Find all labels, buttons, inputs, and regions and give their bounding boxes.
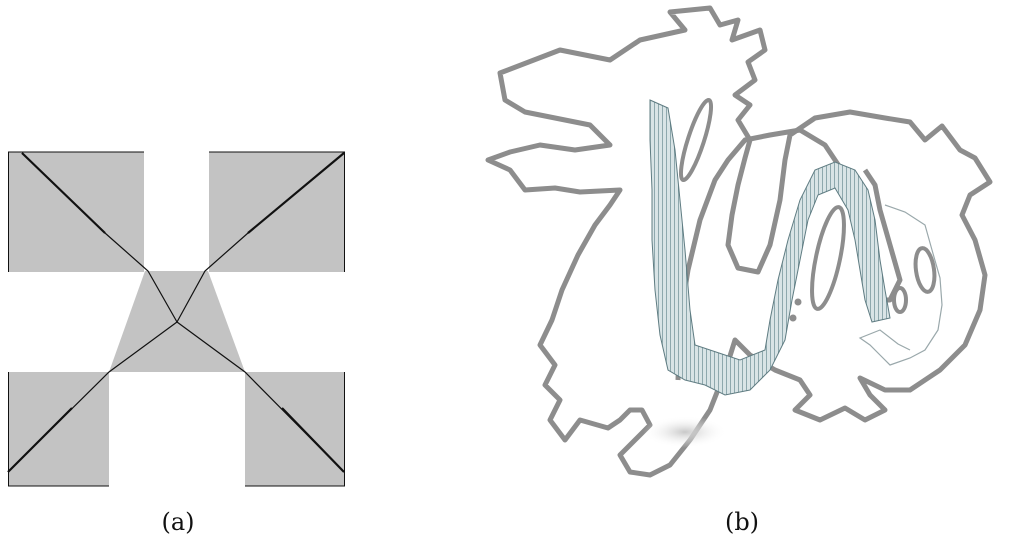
- hole-center: [810, 205, 846, 311]
- dot-1: [794, 298, 802, 306]
- wire-right: [858, 204, 943, 366]
- dragon-figure: [485, 5, 993, 478]
- hole-right: [913, 246, 937, 294]
- top-left-block: [8, 152, 144, 272]
- bottom-right-block: [245, 372, 345, 486]
- dragon-outline: [485, 5, 993, 478]
- boundary-lines: [8, 151, 345, 487]
- medial-surface: [649, 99, 891, 396]
- hole-small: [892, 286, 908, 314]
- surface-shadow: [643, 416, 727, 448]
- panel-b-dragon: [470, 0, 1017, 544]
- medial-axis: [7, 152, 345, 473]
- gray-region: [8, 152, 345, 486]
- panel-a-medial-axis: [0, 0, 360, 544]
- caption-b: (b): [724, 508, 760, 536]
- medial-axis-figure: [7, 151, 345, 487]
- caption-a: (a): [161, 508, 195, 536]
- hole-left: [678, 97, 714, 183]
- bottom-left-block: [8, 372, 109, 486]
- dot-2: [789, 314, 797, 322]
